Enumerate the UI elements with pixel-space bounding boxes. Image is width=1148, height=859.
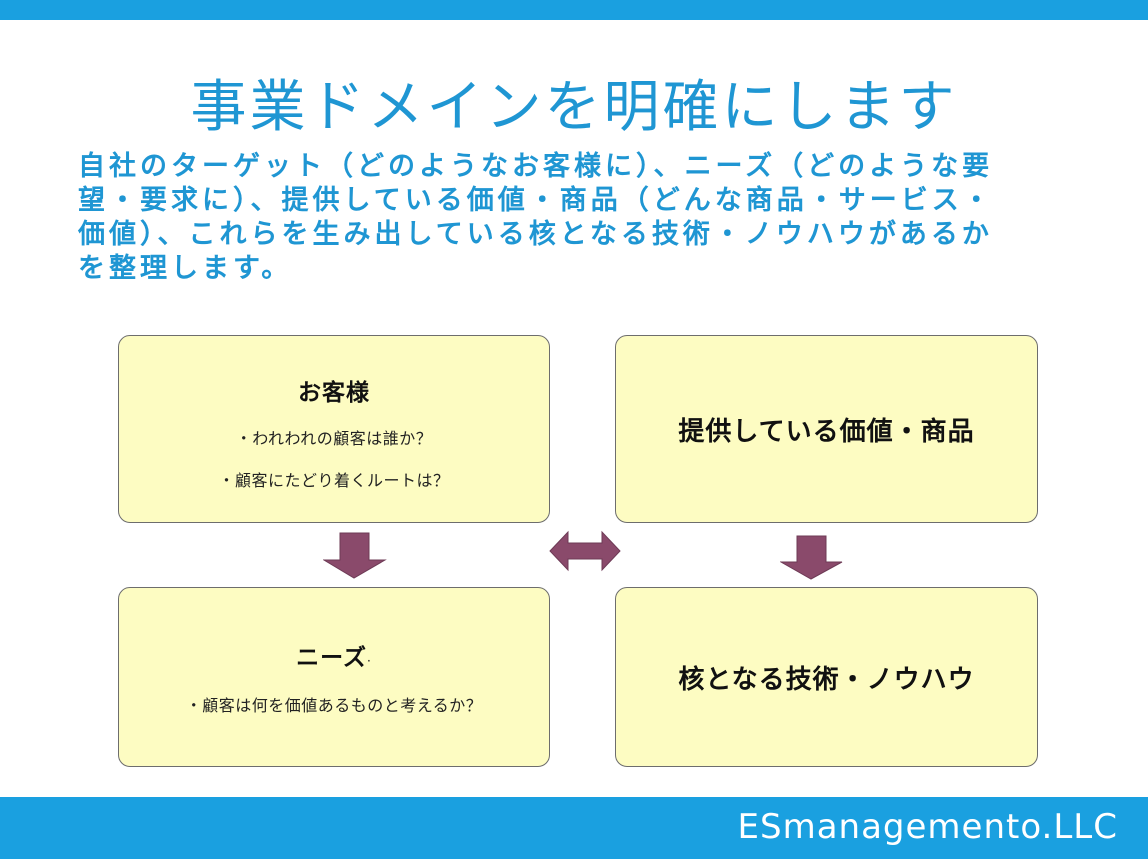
customers-title: お客様 [298,380,370,406]
slide-title: 事業ドメインを明確にします [190,75,958,140]
core-technology-box: 核となる技術・ノウハウ [615,587,1038,767]
needs-item-1: ・顧客は何を価値あるものと考えるか？ [185,696,483,715]
footer-bar: ESmanagemento.LLC [0,797,1148,859]
double-arrow-icon [549,530,621,572]
down-arrow-icon [780,535,843,580]
down-arrow-icon [323,532,387,579]
value-products-box: 提供している価値・商品 [615,335,1038,523]
customers-item-1: ・われわれの顧客は誰か？ [235,429,433,448]
top-accent-bar [0,0,1148,20]
company-name: ESmanagemento.LLC [737,807,1118,847]
value-products-title: 提供している価値・商品 [678,416,975,447]
customers-box: お客様 ・われわれの顧客は誰か？ ・顧客にたどり着くルートは？ [118,335,550,523]
customers-item-2: ・顧客にたどり着くルートは？ [218,471,450,490]
needs-box: ニーズ· ・顧客は何を価値あるものと考えるか？ [118,587,550,767]
slide-description: 自社のターゲット（どのようなお客様に）、ニーズ（どのような要 望・要求に）、提供… [78,151,994,284]
needs-title-row: ニーズ· [296,638,372,672]
needs-title-suffix: · [367,654,372,668]
needs-title: ニーズ [296,645,368,671]
core-technology-title: 核となる技術・ノウハウ [678,664,975,695]
